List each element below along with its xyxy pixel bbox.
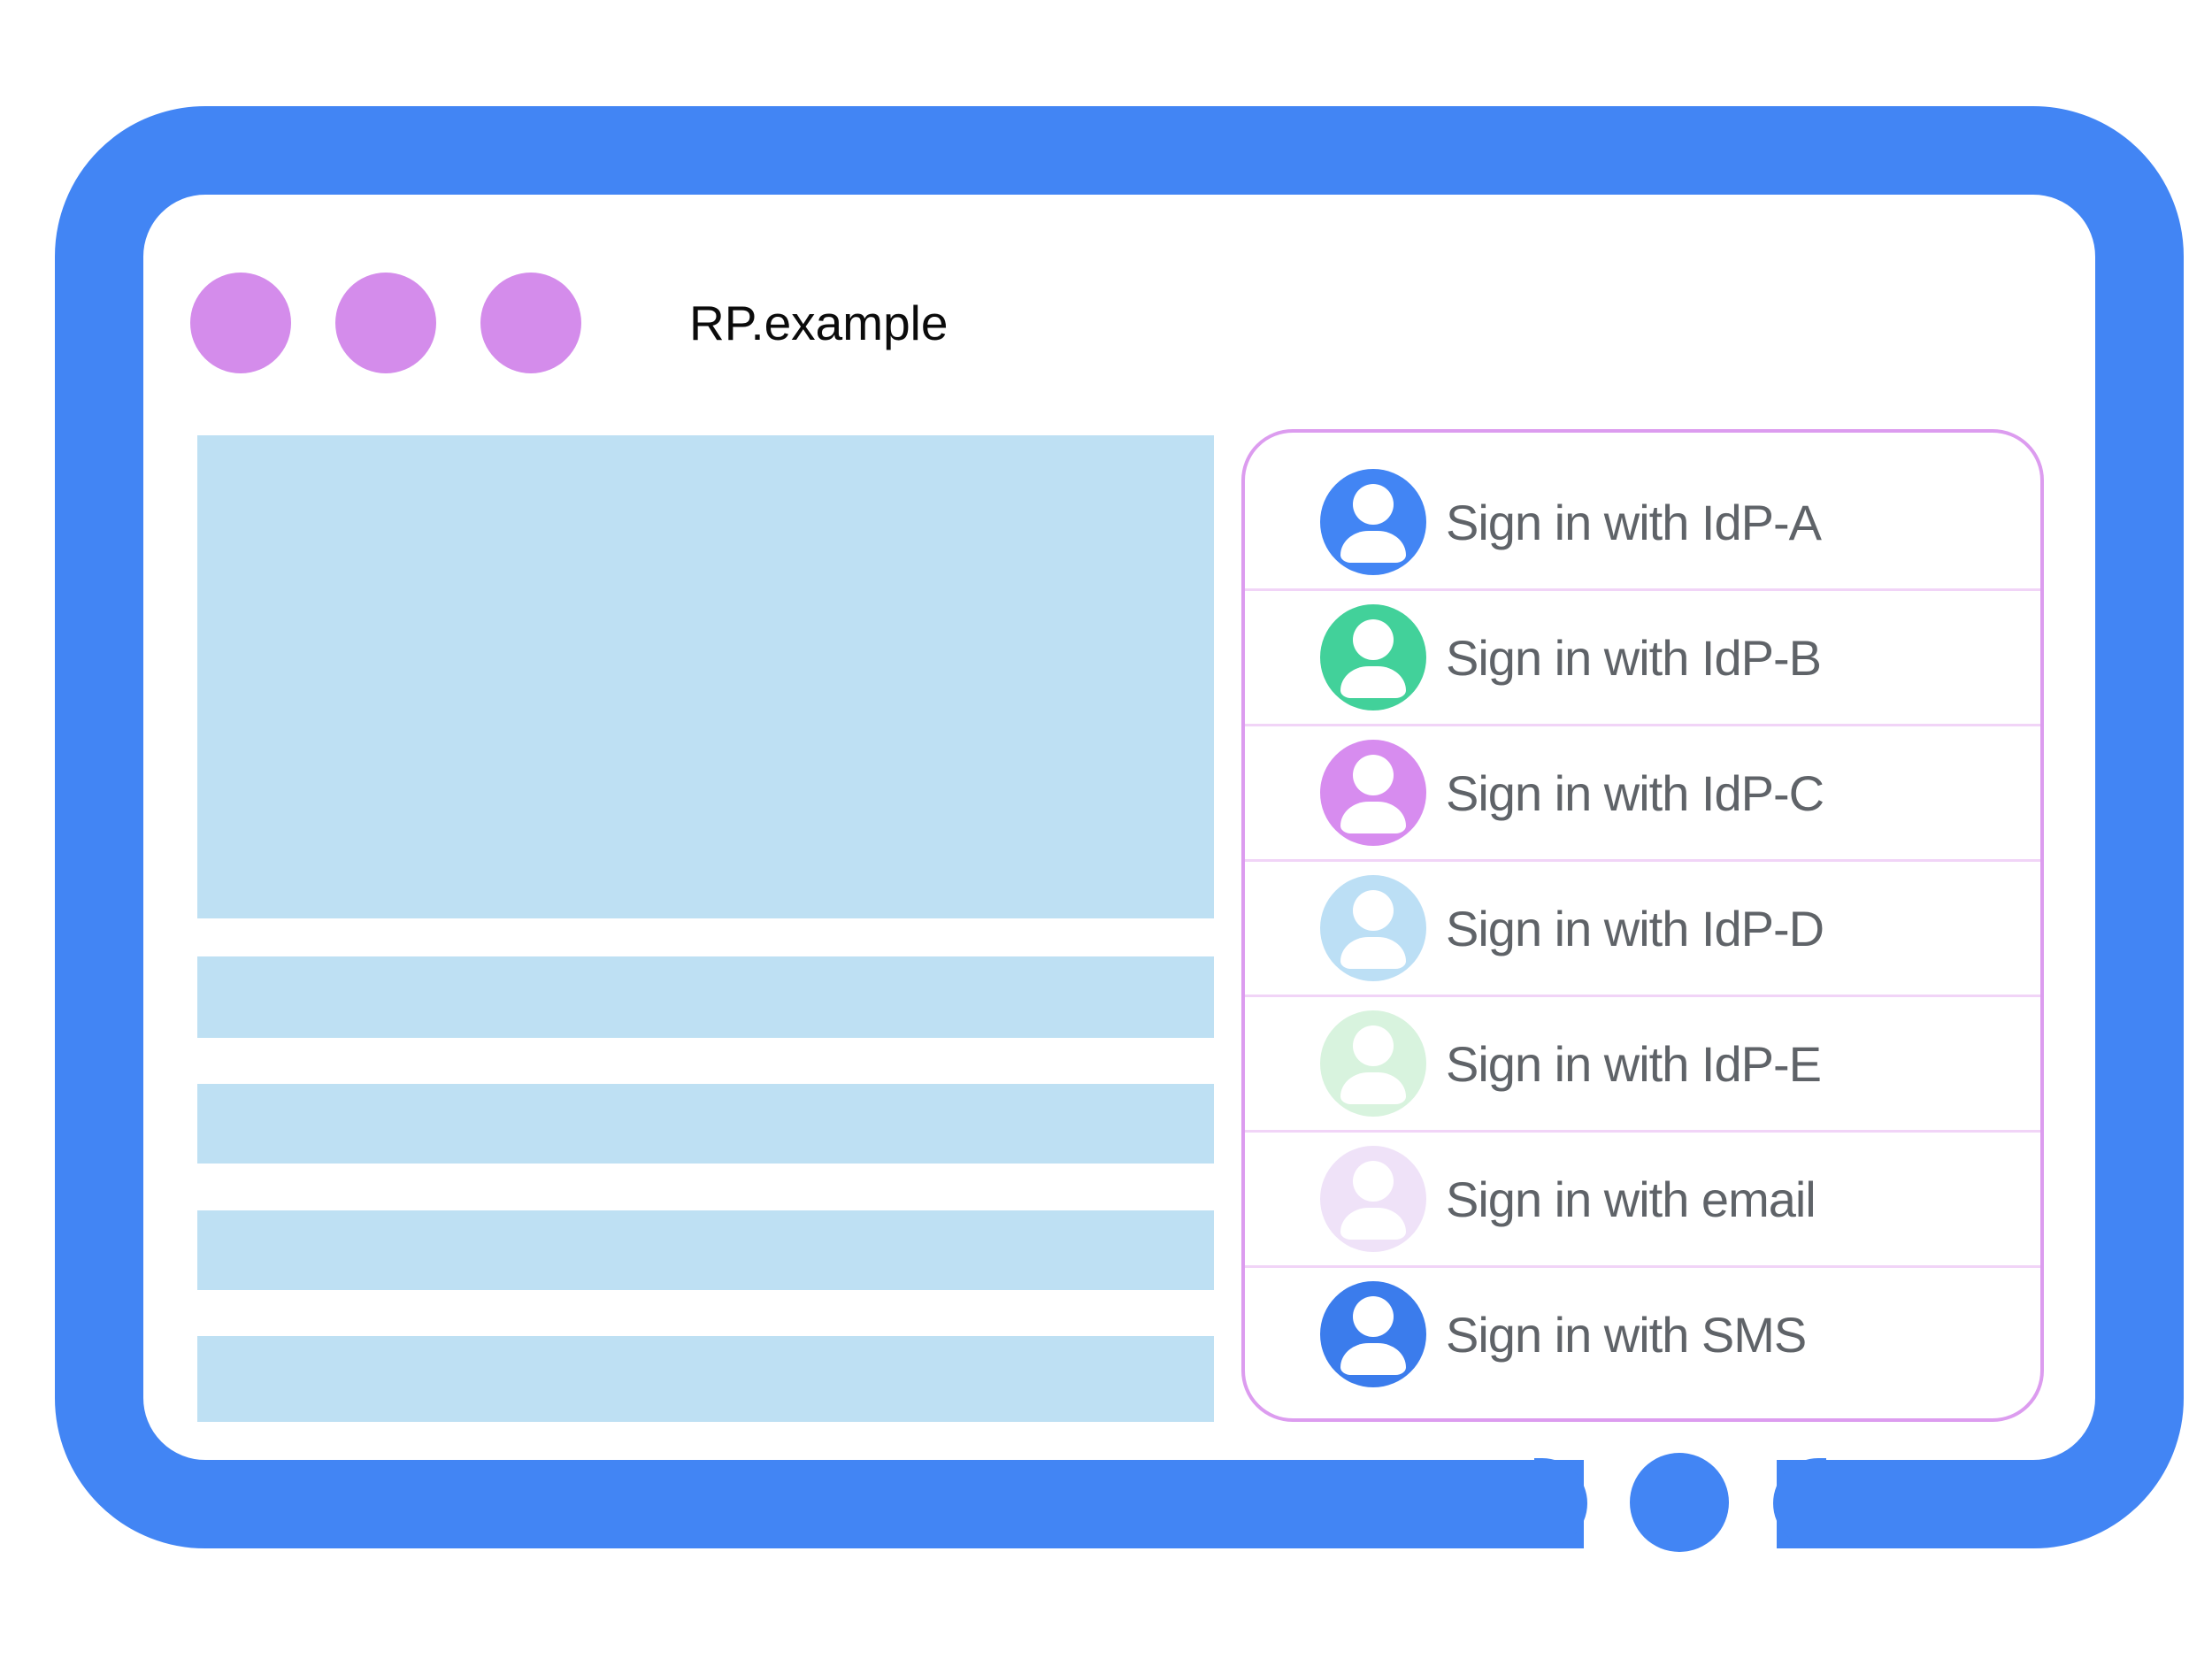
- person-head-shape: [1353, 890, 1394, 931]
- content-placeholder-bar: [197, 1084, 1214, 1164]
- person-icon: [1320, 875, 1426, 981]
- person-torso-shape: [1340, 1072, 1406, 1104]
- signin-option-sign-in-with-idp-d[interactable]: Sign in with IdP-D: [1245, 862, 2040, 995]
- signin-option-sign-in-with-idp-b[interactable]: Sign in with IdP-B: [1245, 591, 2040, 724]
- person-icon: [1320, 1281, 1426, 1387]
- content-placeholder-hero: [197, 435, 1214, 918]
- dialog-separator: [1245, 724, 2040, 726]
- person-head-shape: [1353, 1025, 1394, 1066]
- dialog-separator: [1245, 1265, 2040, 1268]
- signin-option-label: Sign in with IdP-A: [1446, 494, 1822, 550]
- dialog-separator: [1245, 588, 2040, 591]
- person-head-shape: [1353, 619, 1394, 660]
- person-icon: [1320, 604, 1426, 710]
- home-button[interactable]: [1630, 1453, 1729, 1552]
- person-head-shape: [1353, 1296, 1394, 1337]
- person-head-shape: [1353, 755, 1394, 795]
- person-torso-shape: [1340, 1343, 1406, 1375]
- person-torso-shape: [1340, 666, 1406, 698]
- person-torso-shape: [1340, 531, 1406, 563]
- window-control-dot-icon[interactable]: [335, 273, 436, 373]
- titlebar: RP.example: [190, 273, 948, 373]
- dialog-separator: [1245, 1130, 2040, 1133]
- person-icon: [1320, 740, 1426, 846]
- person-torso-shape: [1340, 802, 1406, 833]
- signin-option-sign-in-with-idp-e[interactable]: Sign in with IdP-E: [1245, 997, 2040, 1130]
- person-torso-shape: [1340, 1208, 1406, 1240]
- content-placeholder-bar: [197, 956, 1214, 1038]
- signin-option-label: Sign in with IdP-C: [1446, 764, 1824, 821]
- signin-option-label: Sign in with email: [1446, 1171, 1816, 1227]
- page-title: RP.example: [689, 296, 949, 350]
- signin-chooser-dialog: Sign in with IdP-A Sign in with IdP-B Sign…: [1241, 429, 2044, 1422]
- window-control-dot-icon[interactable]: [480, 273, 581, 373]
- signin-option-label: Sign in with SMS: [1446, 1306, 1807, 1363]
- signin-option-sign-in-with-idp-c[interactable]: Sign in with IdP-C: [1245, 726, 2040, 859]
- signin-option-sign-in-with-email[interactable]: Sign in with email: [1245, 1133, 2040, 1265]
- person-head-shape: [1353, 1161, 1394, 1202]
- person-torso-shape: [1340, 937, 1406, 969]
- signin-option-label: Sign in with IdP-E: [1446, 1035, 1822, 1092]
- window-control-dot-icon[interactable]: [190, 273, 291, 373]
- content-placeholder-bar: [197, 1336, 1214, 1422]
- dialog-separator: [1245, 859, 2040, 862]
- signin-option-label: Sign in with IdP-D: [1446, 900, 1824, 956]
- person-icon: [1320, 1146, 1426, 1252]
- content-placeholder-bar: [197, 1210, 1214, 1290]
- signin-option-sign-in-with-idp-a[interactable]: Sign in with IdP-A: [1245, 456, 2040, 588]
- dialog-separator: [1245, 995, 2040, 997]
- person-head-shape: [1353, 484, 1394, 525]
- person-icon: [1320, 469, 1426, 575]
- signin-option-sign-in-with-sms[interactable]: Sign in with SMS: [1245, 1268, 2040, 1401]
- signin-option-label: Sign in with IdP-B: [1446, 629, 1822, 686]
- person-icon: [1320, 1010, 1426, 1117]
